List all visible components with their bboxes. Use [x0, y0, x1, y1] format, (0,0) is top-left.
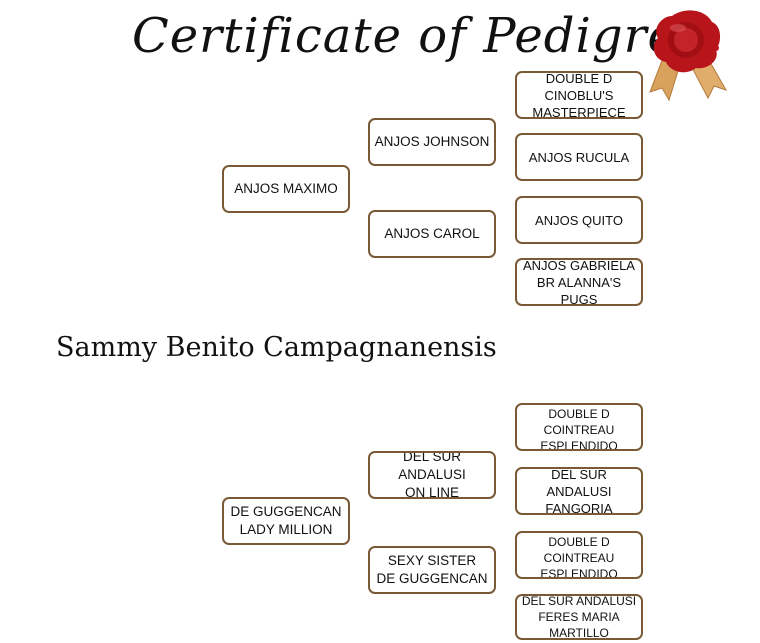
- maternal-grandsire-box: DEL SUR ANDALUSI ON LINE: [368, 451, 496, 499]
- great-grandparent-name: DEL SUR ANDALUSI FANGORIA: [545, 467, 613, 515]
- great-grandparent-name: DEL SUR ANDALUSI FERES MARIA MARTILLO: [521, 594, 637, 640]
- great-grandparent-box: DEL SUR ANDALUSI FERES MARIA MARTILLO: [515, 594, 643, 640]
- great-grandparent-name: ANJOS GABRIELA BR ALANNA'S PUGS: [523, 258, 635, 306]
- paternal-grandsire-box: ANJOS JOHNSON: [368, 118, 496, 166]
- great-grandparent-box: DEL SUR ANDALUSI FANGORIA: [515, 467, 643, 515]
- great-grandparent-box: DOUBLE D COINTREAU ESPLENDIDO: [515, 531, 643, 579]
- paternal-granddam-name: ANJOS CAROL: [384, 226, 480, 241]
- great-grandparent-box: DOUBLE D COINTREAU ESPLENDIDO: [515, 403, 643, 451]
- paternal-granddam-box: ANJOS CAROL: [368, 210, 496, 258]
- great-grandparent-box: ANJOS RUCULA: [515, 133, 643, 181]
- dam-name: DE GUGGENCAN LADY MILLION: [230, 504, 342, 537]
- great-grandparent-name: DOUBLE D COINTREAU ESPLENDIDO: [540, 535, 618, 579]
- great-grandparent-box: ANJOS GABRIELA BR ALANNA'S PUGS: [515, 258, 643, 306]
- maternal-granddam-box: SEXY SISTER DE GUGGENCAN: [368, 546, 496, 594]
- paternal-grandsire-name: ANJOS JOHNSON: [374, 134, 490, 149]
- wax-seal-icon: [649, 10, 728, 102]
- great-grandparent-name: DOUBLE D COINTREAU ESPLENDIDO: [540, 407, 618, 451]
- great-grandparent-box: DOUBLE D CINOBLU'S MASTERPIECE: [515, 71, 643, 119]
- maternal-grandsire-name: DEL SUR ANDALUSI ON LINE: [398, 451, 466, 499]
- certificate-title: Certificate of Pedigree: [132, 8, 707, 64]
- sire-name: ANJOS MAXIMO: [234, 181, 338, 196]
- sire-box: ANJOS MAXIMO: [222, 165, 350, 213]
- great-grandparent-name: ANJOS QUITO: [535, 212, 623, 228]
- great-grandparent-name: DOUBLE D CINOBLU'S MASTERPIECE: [532, 71, 626, 119]
- maternal-granddam-name: SEXY SISTER DE GUGGENCAN: [376, 553, 488, 586]
- dog-name: Sammy Benito Campagnanensis: [56, 332, 497, 363]
- great-grandparent-name: ANJOS RUCULA: [528, 149, 630, 165]
- great-grandparent-box: ANJOS QUITO: [515, 196, 643, 244]
- dam-box: DE GUGGENCAN LADY MILLION: [222, 497, 350, 545]
